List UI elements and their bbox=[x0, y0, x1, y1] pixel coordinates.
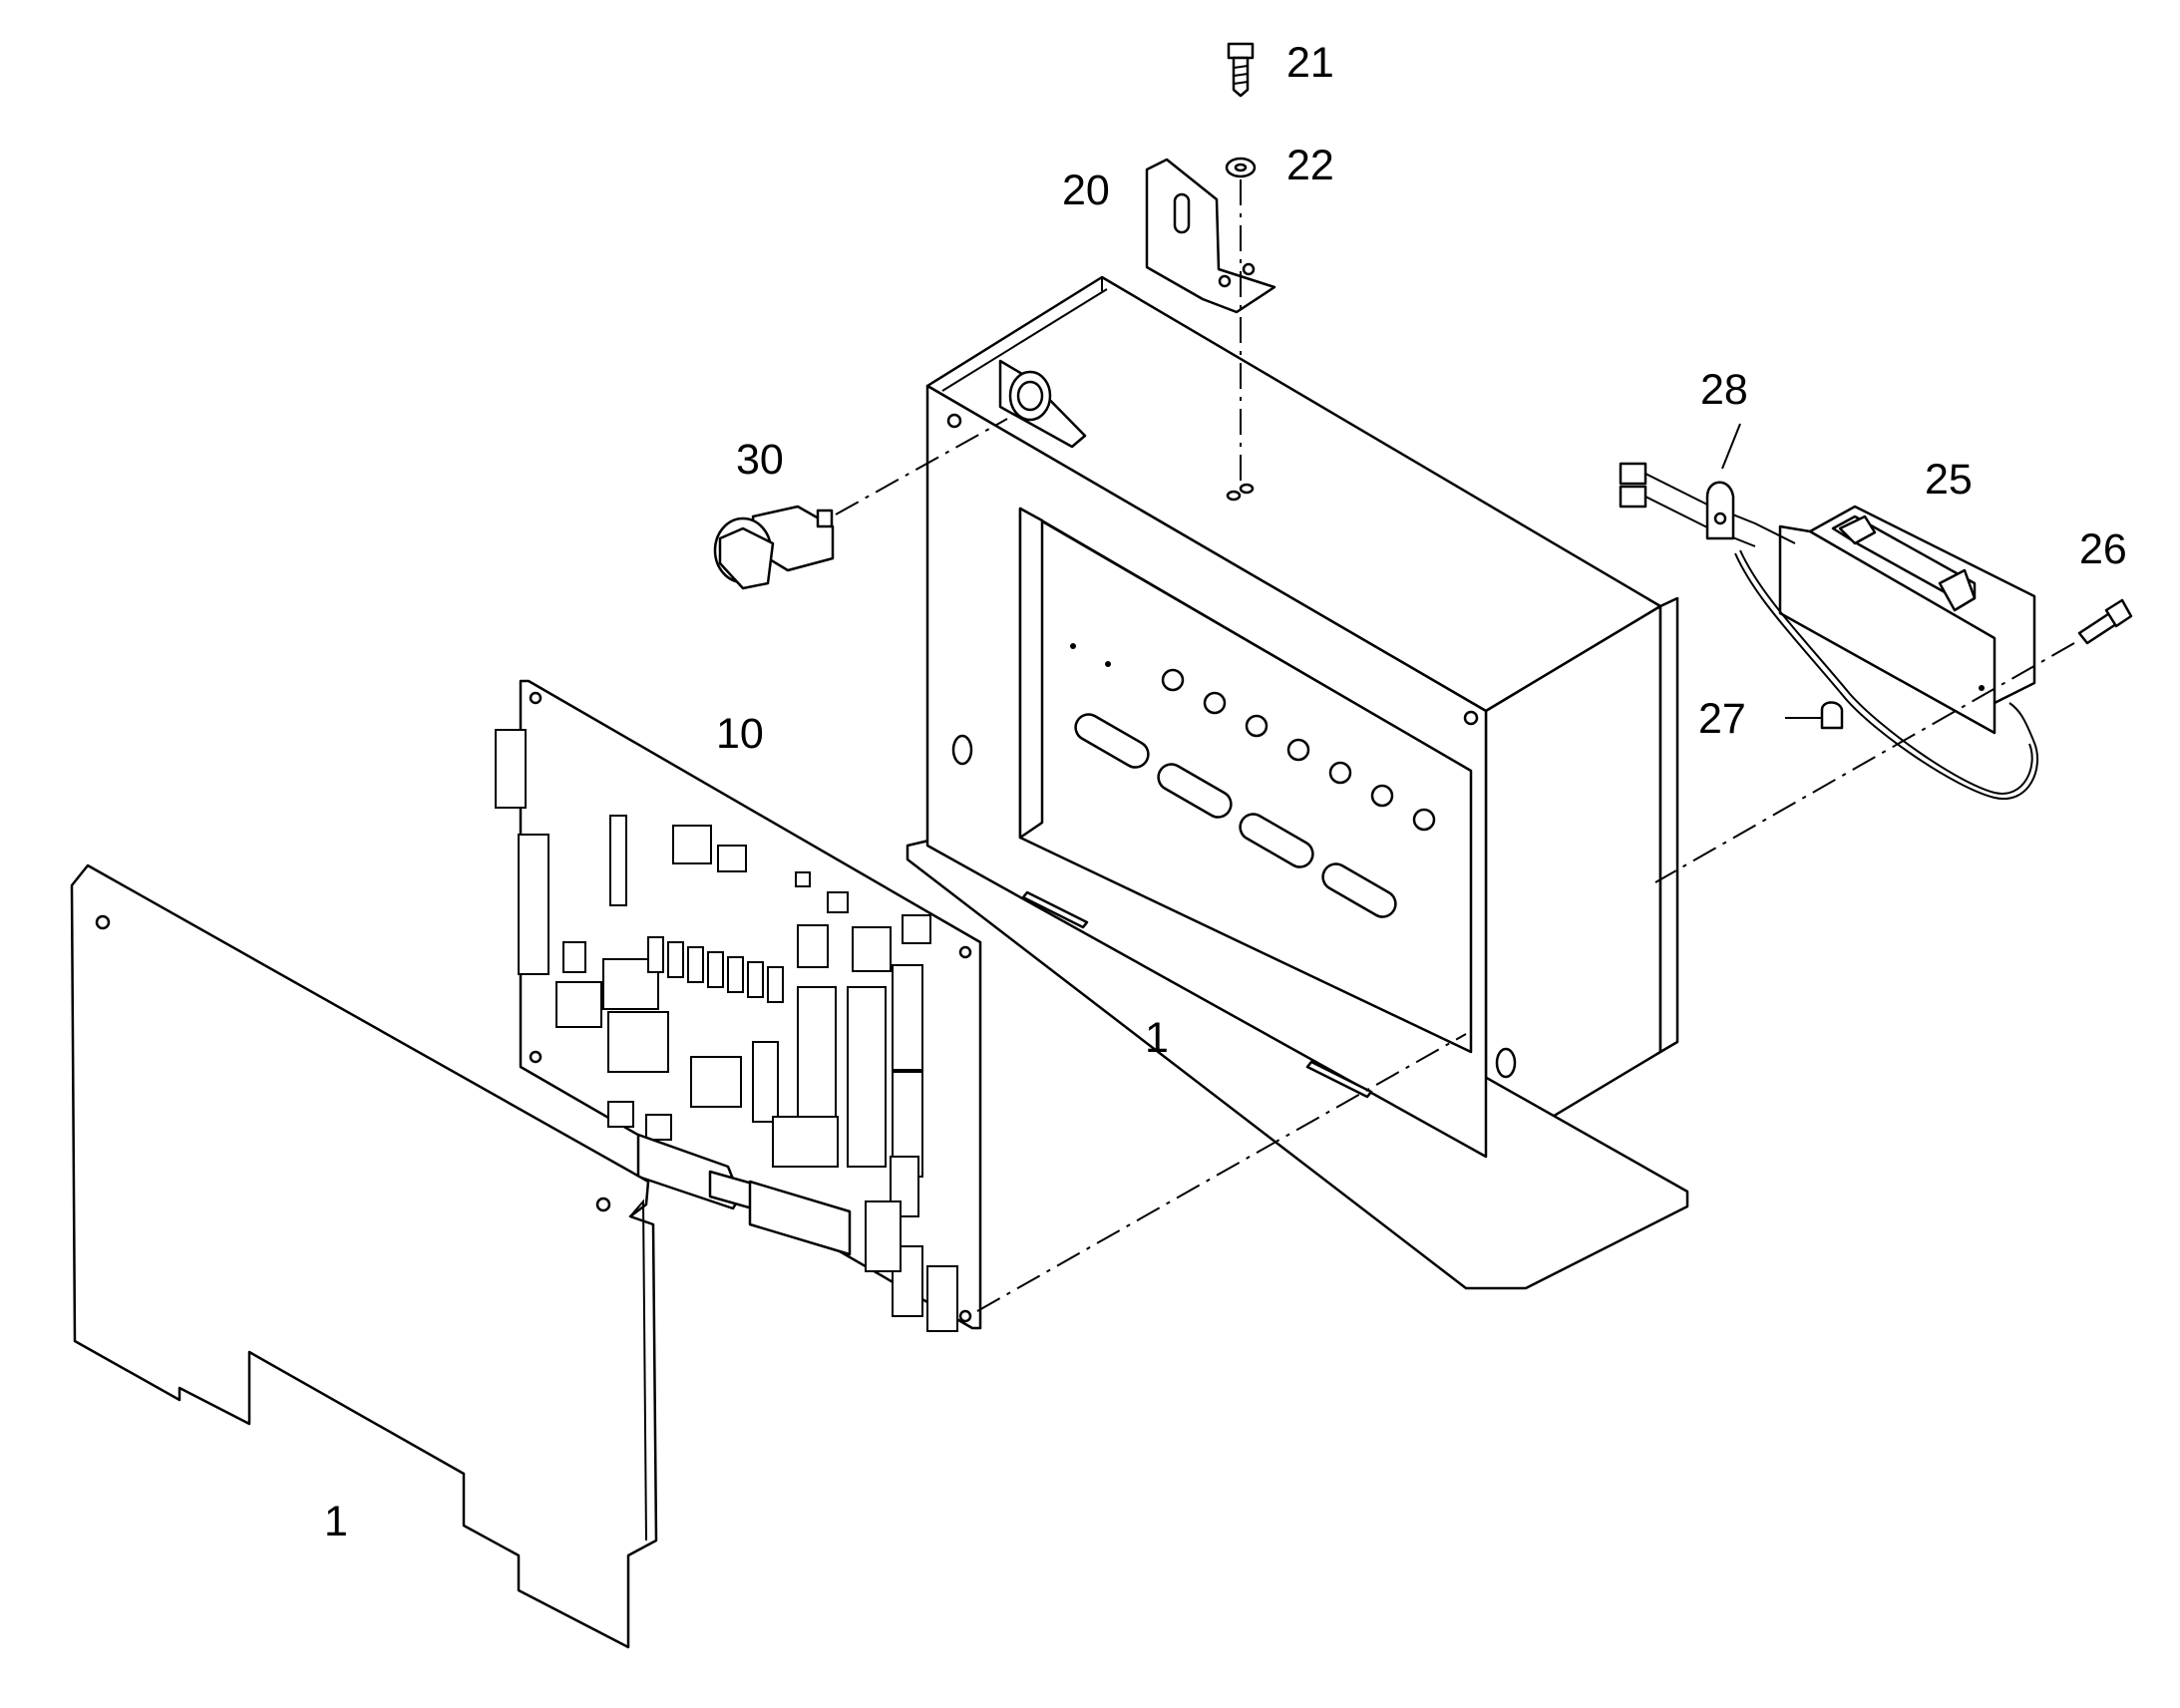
mounting-bracket bbox=[1145, 158, 1276, 314]
connector-harness bbox=[1619, 462, 2039, 801]
callout-22: 22 bbox=[1286, 142, 1334, 189]
washer-22 bbox=[1225, 157, 1257, 178]
callout-10: 10 bbox=[716, 710, 764, 758]
callout-30: 30 bbox=[736, 436, 784, 484]
callout-20: 20 bbox=[1062, 167, 1110, 214]
callout-21: 21 bbox=[1286, 39, 1334, 87]
callout-1-enclosure: 1 bbox=[1145, 1014, 1169, 1062]
screw-21 bbox=[1227, 42, 1255, 98]
callout-1-cover: 1 bbox=[324, 1498, 348, 1545]
callout-25: 25 bbox=[1925, 456, 1973, 504]
callout-28: 28 bbox=[1700, 366, 1748, 414]
indicator-lamp bbox=[713, 505, 835, 590]
enclosure-box bbox=[906, 275, 1689, 1290]
front-cover bbox=[70, 863, 658, 1649]
screw-26 bbox=[2077, 598, 2133, 645]
circuit-board bbox=[495, 679, 982, 1332]
callout-27: 27 bbox=[1698, 695, 1746, 743]
battery-assembly bbox=[1778, 505, 2036, 735]
callout-26: 26 bbox=[2079, 525, 2127, 573]
